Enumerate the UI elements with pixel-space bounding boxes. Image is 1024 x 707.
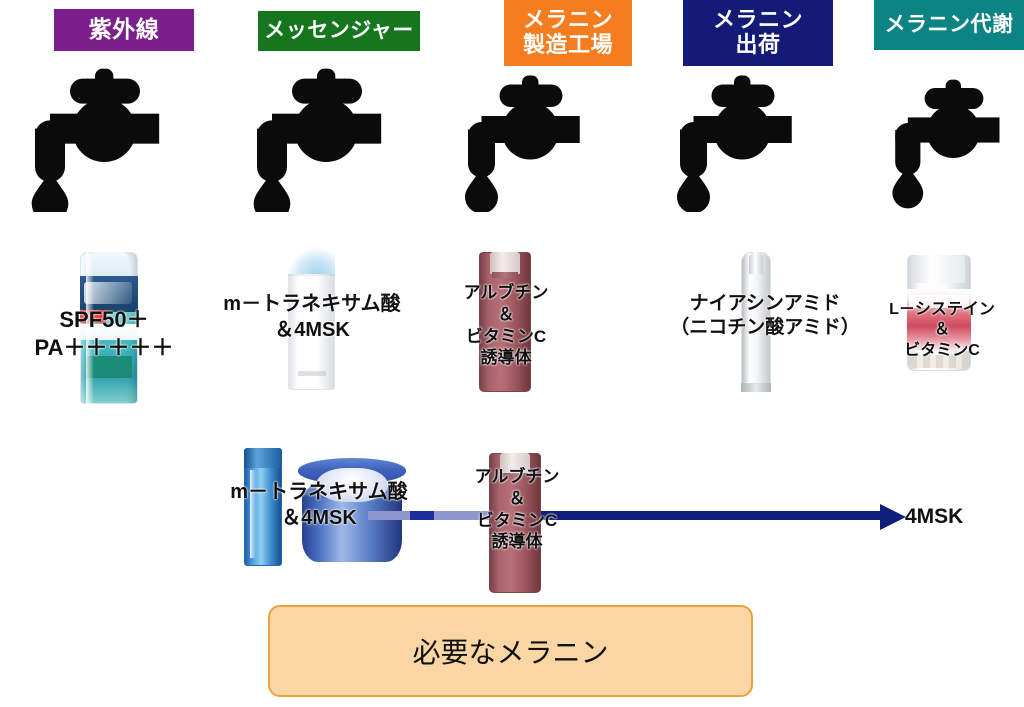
bottle-neck xyxy=(502,473,528,479)
caption-tranexamic-4msk: m－トラネキサム酸 ＆4MSK xyxy=(223,293,401,341)
faucet-icon xyxy=(20,62,190,212)
necessary-melanin-box: 必要なメラニン xyxy=(268,605,753,697)
product-supplement-bottle xyxy=(907,255,971,371)
caption-arbutin-vitc: アルブチン ＆ ビタミンC 誘導体 xyxy=(463,283,549,368)
caption-lcysteine-vitc: L－システイン ＆ ビタミンC xyxy=(889,301,995,359)
arrow-segment xyxy=(499,511,888,520)
necessary-melanin-text: 必要なメラニン xyxy=(412,637,609,668)
stage-label-melanin-shipping-text: メラニン 出荷 xyxy=(712,7,803,57)
product-blue-cream-jar xyxy=(296,452,408,564)
white-pump-bottle-body xyxy=(288,248,335,390)
caption-spf: SPF50＋ PA＋＋＋＋＋ xyxy=(34,307,174,361)
product-blue-lotion-bottle xyxy=(244,448,282,566)
bottle-cap xyxy=(288,248,335,274)
stage-label-melanin-factory: メラニン 製造工場 xyxy=(504,0,632,66)
bottle-gloss xyxy=(86,252,94,404)
supplement-bottle-body xyxy=(907,255,971,371)
stage-label-uv-text: 紫外線 xyxy=(88,16,160,43)
tube-tip xyxy=(749,252,763,274)
arrow-segment xyxy=(434,511,463,520)
stage-label-melanin-factory-text: メラニン 製造工場 xyxy=(522,7,613,57)
blue-lotion-bottle-body xyxy=(244,448,282,566)
faucet-icon xyxy=(884,62,1024,212)
arrow-segment xyxy=(463,511,499,520)
bottle-cap xyxy=(90,252,128,278)
product-white-pump-bottle xyxy=(288,248,335,390)
maroon-toner-bottle-body xyxy=(479,252,531,392)
arrow-end-label-4msk: 4MSK xyxy=(905,505,964,528)
stage-label-melanin-metabolism: メラニン代謝 xyxy=(874,0,1024,50)
faucet-icon xyxy=(456,62,606,212)
white-tube-body xyxy=(741,252,771,392)
bottle-gloss xyxy=(250,470,256,558)
caption-bottom-arbutin-vitc: アルブチン ＆ ビタミンC 誘導体 xyxy=(474,467,560,552)
stage-label-messenger: メッセンジャー xyxy=(258,11,420,51)
maroon-toner-bottle-body xyxy=(489,453,541,593)
stage-label-melanin-shipping: メラニン 出荷 xyxy=(683,0,833,66)
bottle-cap xyxy=(490,252,520,274)
jar-cream xyxy=(316,468,388,502)
bottle-cap xyxy=(244,448,282,468)
stage-label-messenger-text: メッセンジャー xyxy=(264,19,414,43)
stage-label-uv: 紫外線 xyxy=(54,9,194,51)
caption-bottom-tranexamic-4msk: m－トラネキサム酸 ＆4MSK xyxy=(230,481,408,529)
stage-label-melanin-metabolism-text: メラニン代謝 xyxy=(884,13,1014,37)
arrow-segment xyxy=(368,511,410,520)
caption-niacinamide: ナイアシンアミド （ニコチン酸アミド） xyxy=(670,293,860,339)
sunscreen-bottle-body xyxy=(80,252,138,404)
faucet-icon xyxy=(668,62,818,212)
bottle-footmark xyxy=(298,371,326,376)
tube-crimp xyxy=(741,383,771,392)
bottle-cap xyxy=(500,453,530,475)
product-sunscreen-bottle xyxy=(80,252,138,404)
faucet-icon xyxy=(242,62,412,212)
product-maroon-toner-bottle xyxy=(479,252,531,392)
product-white-tube xyxy=(741,252,771,392)
product-maroon-toner-bottle-bottom xyxy=(489,453,541,593)
arrow-head-icon xyxy=(880,504,906,530)
label-band-white xyxy=(80,324,138,340)
label-band-green xyxy=(86,356,132,378)
bottle-neck xyxy=(492,272,518,278)
bottle-seam xyxy=(288,274,335,276)
bottle-cap xyxy=(913,255,965,283)
arrow-segment xyxy=(410,511,434,520)
bottle-label-bar xyxy=(909,295,969,308)
pills-visible xyxy=(910,355,968,368)
